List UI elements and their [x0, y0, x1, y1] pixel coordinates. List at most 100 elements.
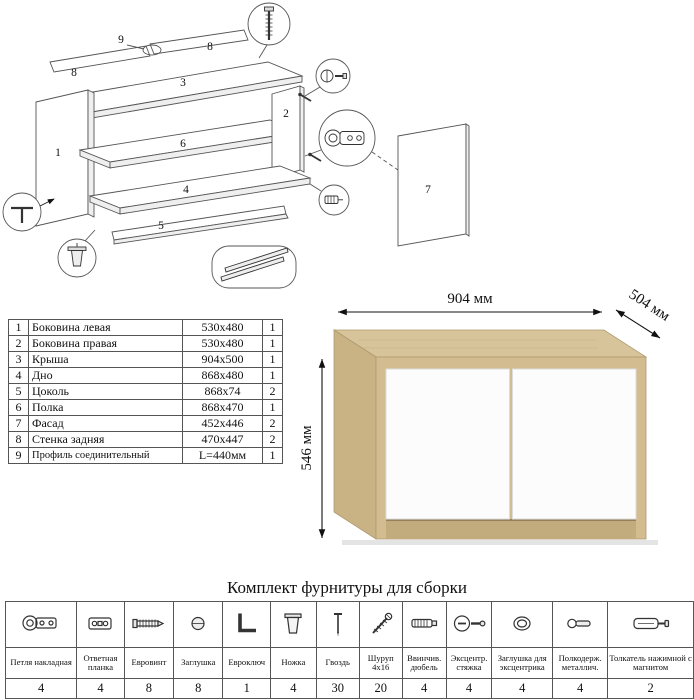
part-num: 7 [8, 415, 29, 432]
hardware-qty: 8 [123, 678, 175, 699]
nail-icon [333, 612, 342, 636]
part-name: Профиль соединительный [28, 447, 183, 464]
panel-top [56, 61, 304, 119]
hardware-qty: 4 [445, 678, 493, 699]
small-screws [298, 92, 322, 162]
cam-cap-icon [513, 615, 531, 631]
hardware-qty: 20 [358, 678, 403, 699]
part-size: 868x470 [182, 399, 263, 416]
hardware-name: Евроключ [222, 647, 271, 679]
hardware-names-row: Петля накладная Ответная планка Евровинт… [4, 647, 694, 679]
hardware-qty: 2 [607, 678, 694, 699]
part-num: 2 [8, 335, 29, 352]
part-size: 530x480 [182, 319, 263, 336]
part-label-1: 1 [55, 147, 61, 159]
screw-icon [371, 612, 393, 634]
part-num: 3 [8, 351, 29, 368]
hex-key-icon [237, 613, 256, 632]
part-label-3: 3 [180, 77, 186, 89]
hardware-name: Полкодерж. металлич. [552, 647, 609, 679]
part-num: 5 [8, 383, 29, 400]
part-size: L=440мм [182, 447, 263, 464]
part-qty: 1 [262, 351, 283, 368]
part-num: 4 [8, 367, 29, 384]
cabinet-right-door [512, 368, 637, 520]
part-name: Боковина правая [28, 335, 183, 352]
exploded-view-diagram: 9 8 8 3 1 6 2 4 5 7 [2, 2, 470, 289]
hinge-icon [22, 614, 57, 631]
cabinet-top-face [332, 329, 648, 358]
leg-icon [284, 612, 302, 634]
part-qty: 1 [262, 319, 283, 336]
cap-icon [191, 616, 205, 630]
part-label-6: 6 [180, 138, 186, 150]
panel-facade-door [397, 123, 470, 247]
hardware-qty: 4 [4, 678, 78, 699]
shelf-support-icon [567, 618, 591, 628]
part-label-9: 9 [118, 34, 124, 46]
callout-cam-lock [304, 58, 351, 97]
hardware-icons-row [4, 601, 694, 648]
hardware-name: Ввинчив. дюбель [401, 647, 447, 679]
screw-dowel-icon [411, 618, 438, 628]
panel-right-side [271, 85, 305, 179]
hardware-qty-row: 4 4 8 8 1 4 30 20 4 4 4 4 2 [4, 678, 694, 699]
hardware-qty: 30 [315, 678, 360, 699]
panel-back-wall-right [149, 29, 249, 55]
cabinet-left-door [385, 368, 510, 520]
part-label-8a: 8 [71, 67, 77, 79]
callout-profile-section [2, 192, 55, 232]
cabinet-plinth [386, 519, 636, 539]
hardware-name: Гвоздь [315, 647, 360, 679]
hardware-name: Толкатель нажимной с магнитом [607, 647, 694, 679]
wood-grain [350, 339, 598, 349]
part-label-8b: 8 [207, 41, 213, 53]
hardware-name: Ответная планка [76, 647, 125, 679]
height-dimension-label: 546 мм [299, 425, 315, 471]
part-qty: 1 [262, 399, 283, 416]
callout-hinge [304, 109, 399, 171]
part-size: 868x74 [182, 383, 263, 400]
part-num: 8 [8, 431, 29, 448]
part-num: 6 [8, 399, 29, 416]
hardware-qty: 1 [222, 678, 271, 699]
cabinet-render: 904 мм 504 мм 546 мм [299, 287, 673, 545]
part-name: Дно [28, 367, 183, 384]
part-name: Цоколь [28, 383, 183, 400]
part-name: Фасад [28, 415, 183, 432]
hardware-qty: 4 [270, 678, 317, 699]
hardware-name: Заглушка для эксцентрика [491, 647, 554, 679]
part-name: Стенка задняя [28, 431, 183, 448]
hardware-qty: 4 [552, 678, 609, 699]
panel-back-wall-left [49, 45, 151, 73]
panel-shelf [78, 119, 302, 169]
depth-dimension-label: 504 мм [626, 287, 673, 325]
part-name: Крыша [28, 351, 183, 368]
callout-confirmat-screw [247, 2, 291, 59]
part-qty: 1 [262, 447, 283, 464]
hardware-name: Эксцентр. стяжка [445, 647, 493, 679]
callout-leg [57, 229, 97, 278]
dimension-annotations [318, 308, 661, 538]
hardware-qty: 4 [76, 678, 125, 699]
cabinet-body [332, 329, 658, 545]
part-label-2: 2 [283, 108, 289, 120]
depth-arrow [615, 309, 661, 339]
hardware-name: Ножка [270, 647, 317, 679]
confirmat-screw-icon [132, 618, 165, 628]
part-name: Боковина левая [28, 319, 183, 336]
push-latch-icon [632, 617, 669, 629]
part-name: Полка [28, 399, 183, 416]
cam-lock-icon [453, 614, 486, 632]
part-size: 868x480 [182, 367, 263, 384]
callout-connecting-profiles [211, 245, 297, 289]
